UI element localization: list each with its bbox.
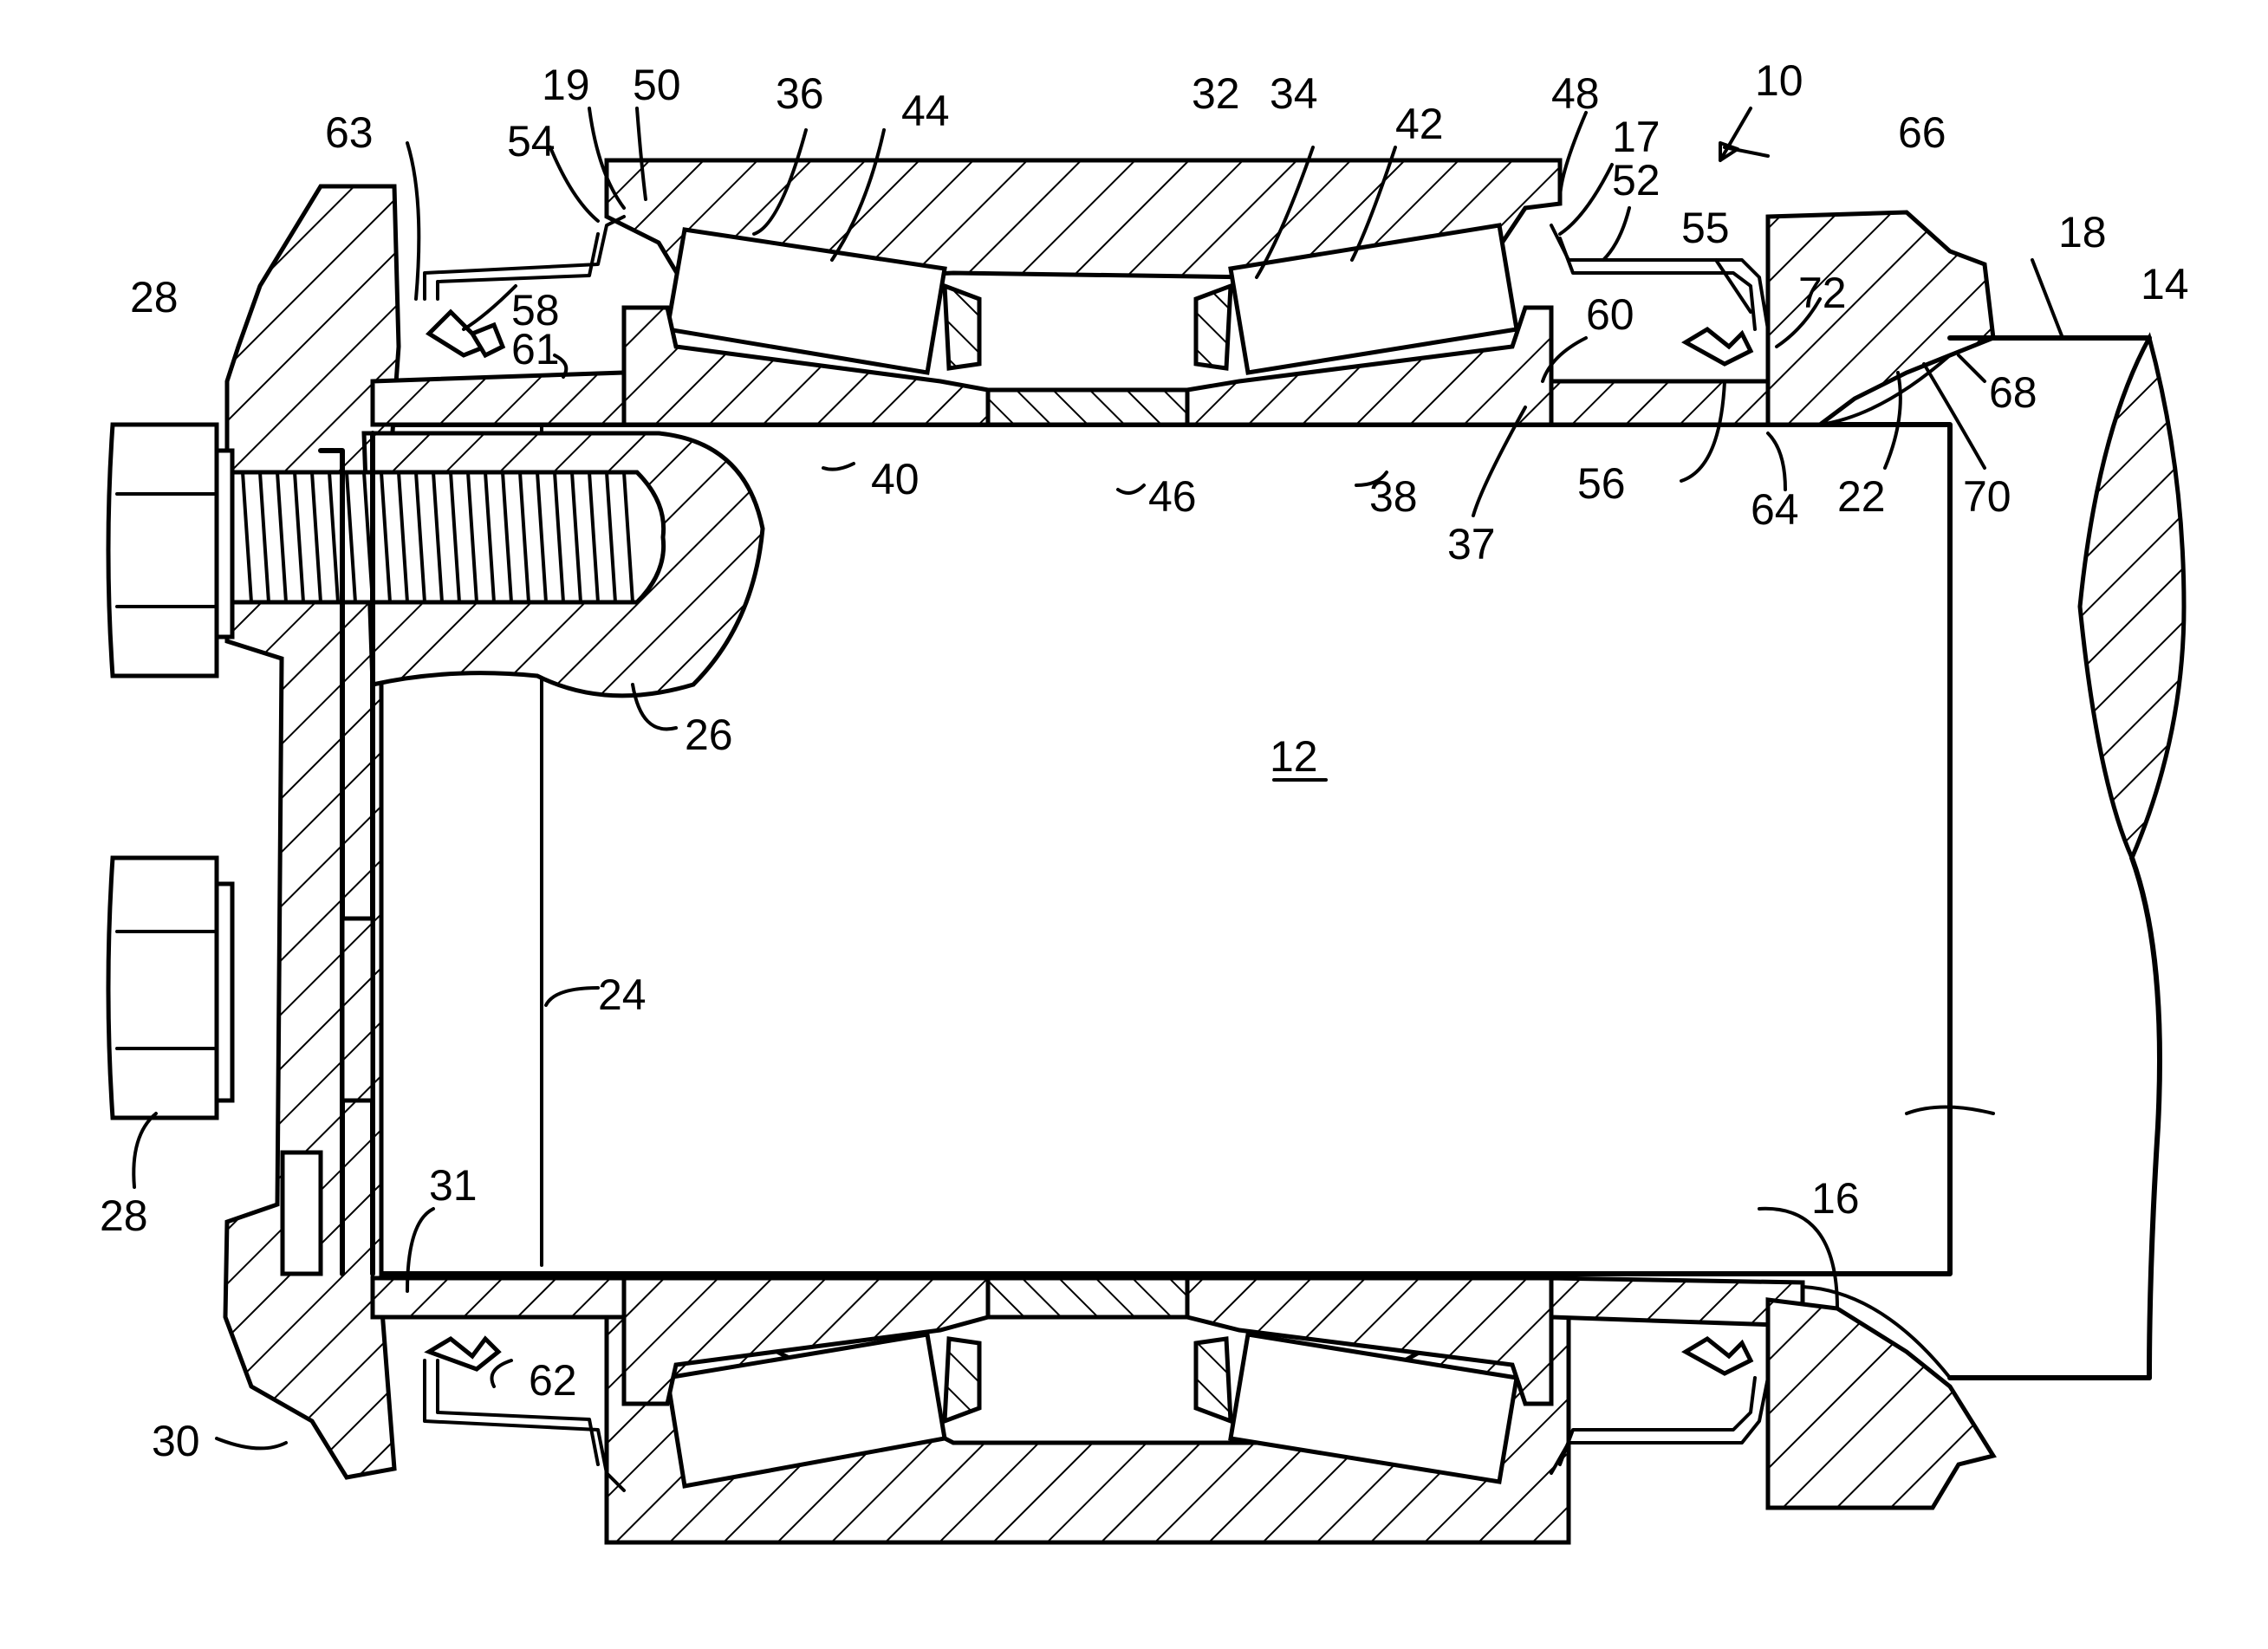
- label-17: 17: [1612, 113, 1660, 161]
- label-30: 30: [152, 1417, 200, 1465]
- label-28b: 28: [100, 1191, 148, 1240]
- label-52: 52: [1612, 156, 1660, 205]
- label-37: 37: [1447, 520, 1496, 568]
- label-32: 32: [1192, 69, 1240, 118]
- label-56: 56: [1577, 459, 1626, 508]
- label-48: 48: [1551, 69, 1600, 118]
- label-19: 19: [542, 61, 590, 109]
- bolt-lower: [108, 858, 232, 1118]
- label-50: 50: [633, 61, 681, 109]
- label-34: 34: [1270, 69, 1318, 118]
- label-68: 68: [1989, 368, 2037, 417]
- label-14: 14: [2141, 260, 2189, 308]
- label-63: 63: [325, 108, 374, 157]
- label-31: 31: [429, 1161, 478, 1210]
- label-10: 10: [1755, 56, 1803, 105]
- label-70: 70: [1963, 472, 2011, 521]
- label-66: 66: [1898, 108, 1946, 157]
- cage-lower-right: [1196, 1339, 1231, 1421]
- cage-upper-left: [945, 286, 979, 368]
- cage-lower-left: [945, 1339, 979, 1421]
- label-44: 44: [901, 87, 950, 135]
- label-61: 61: [511, 325, 560, 373]
- label-64: 64: [1751, 485, 1799, 534]
- label-54: 54: [507, 117, 556, 166]
- label-28a: 28: [130, 273, 179, 321]
- label-16: 16: [1811, 1174, 1860, 1223]
- spacer-lower: [988, 1278, 1187, 1317]
- label-38: 38: [1369, 472, 1418, 521]
- label-55: 55: [1681, 204, 1730, 252]
- label-40: 40: [871, 455, 920, 503]
- bolt-upper: [108, 425, 232, 676]
- label-60: 60: [1586, 290, 1634, 339]
- label-62: 62: [529, 1356, 577, 1405]
- label-36: 36: [776, 69, 824, 118]
- label-72: 72: [1798, 269, 1847, 317]
- label-22: 22: [1837, 472, 1886, 521]
- seal-case-right: [1551, 225, 1803, 1473]
- label-46: 46: [1148, 472, 1197, 521]
- label-24: 24: [598, 971, 647, 1019]
- label-42: 42: [1395, 100, 1444, 148]
- label-12: 12: [1270, 732, 1318, 781]
- cage-upper-right: [1196, 286, 1231, 368]
- spacer-upper: [988, 390, 1187, 425]
- seal-case-left: [373, 217, 624, 1490]
- label-18: 18: [2058, 208, 2107, 256]
- label-26: 26: [685, 711, 733, 759]
